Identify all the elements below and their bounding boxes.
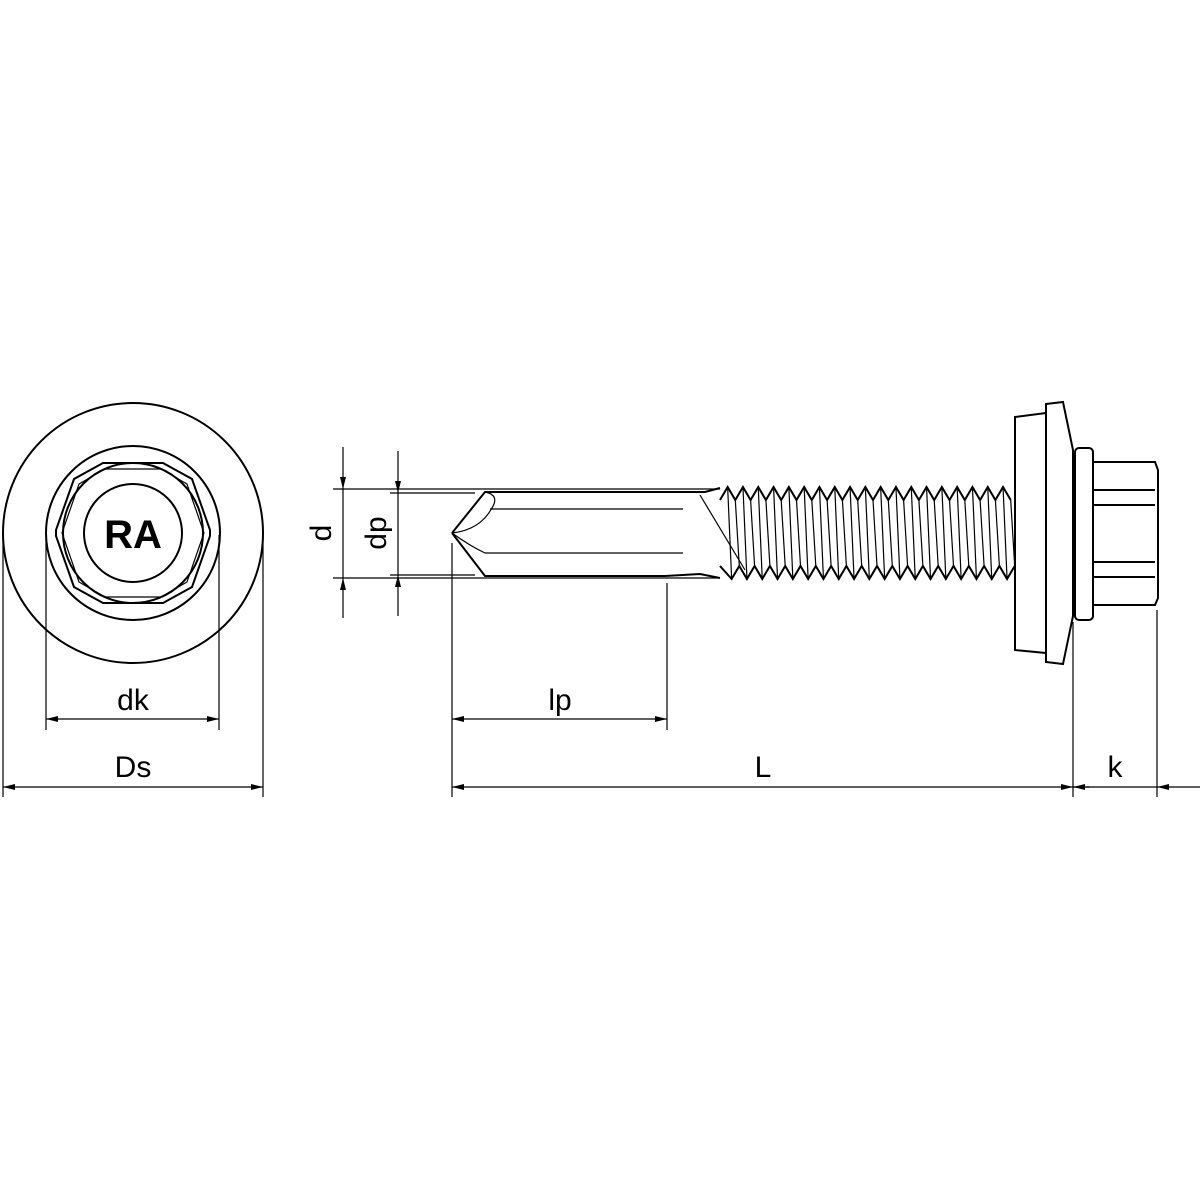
drill-flute — [451, 491, 496, 534]
dk-label: dk — [117, 684, 150, 717]
thread-crest — [880, 486, 893, 580]
hex-facets — [1093, 489, 1155, 578]
hex-outline — [55, 462, 211, 604]
thread-crest — [788, 486, 802, 580]
dk-dimension: dk — [45, 535, 220, 730]
k-label: k — [1108, 751, 1124, 784]
head-top-view: RA — [2, 402, 264, 664]
thread-profile-bottom — [719, 564, 1016, 581]
thread-crest — [772, 486, 786, 580]
thread-crest — [987, 486, 1000, 580]
dp-label: dp — [360, 516, 393, 549]
ds-label: Ds — [115, 751, 152, 784]
thread-crest — [910, 486, 924, 580]
k-dimension: k — [1073, 610, 1200, 797]
screw-side-view — [451, 400, 1159, 666]
L-dimension: L — [452, 622, 1074, 797]
ds-dimension: Ds — [2, 533, 264, 797]
thread-crest — [895, 486, 909, 580]
thread-crest — [757, 486, 771, 580]
drill-flute-lines — [451, 508, 683, 554]
thread-runout — [699, 494, 746, 571]
thread-crest — [834, 486, 847, 580]
flange-outline — [45, 445, 221, 621]
dp-dimension: dp — [360, 451, 475, 616]
thread-crest — [1002, 486, 1016, 580]
lp-dimension: lp — [451, 543, 668, 797]
hex-bearing-circle — [62, 462, 204, 604]
thread-crest — [971, 486, 985, 580]
thread-crest — [818, 486, 832, 580]
head-marking: RA — [104, 513, 162, 557]
hex-head — [1092, 461, 1159, 606]
thread-crest — [727, 486, 740, 580]
thread-crest — [956, 486, 970, 580]
thread-crest — [941, 486, 955, 580]
thread-crest — [849, 486, 863, 580]
thread — [719, 485, 1016, 581]
thread-crest — [742, 486, 756, 580]
marking-circle — [83, 483, 183, 583]
thread-crest — [864, 486, 878, 580]
thread-profile-top — [719, 485, 1012, 502]
washer-seal — [1014, 411, 1047, 655]
lp-label: lp — [548, 684, 571, 717]
washer-metal — [1045, 400, 1074, 666]
flange — [1074, 447, 1094, 621]
thread-crest — [803, 486, 817, 580]
L-label: L — [755, 751, 772, 784]
d-label: d — [305, 525, 338, 542]
thread-crest — [925, 486, 939, 580]
drill-point — [451, 487, 721, 579]
